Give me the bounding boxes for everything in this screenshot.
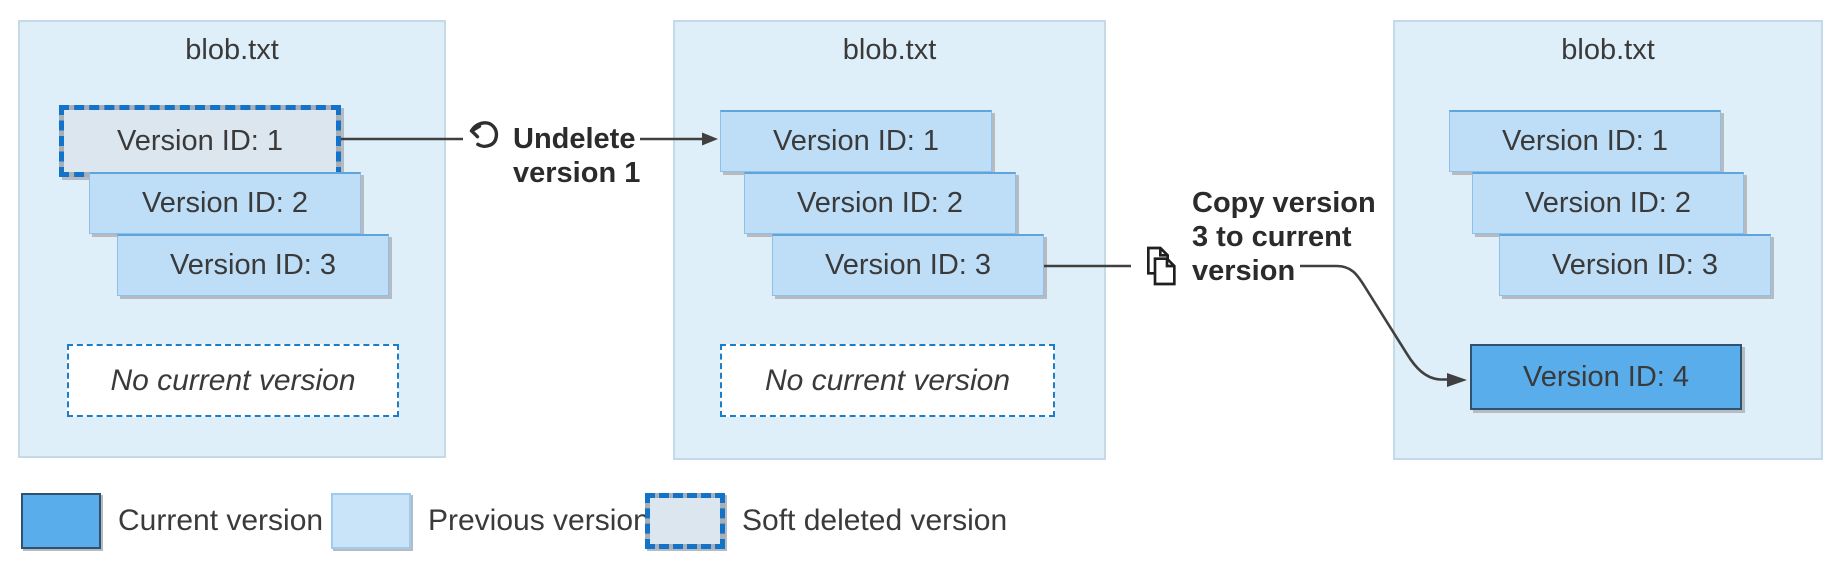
copy-action-label: Copy version 3 to current version: [1192, 187, 1376, 287]
version-box: Version ID: 2: [744, 172, 1016, 234]
version-box: Version ID: 1: [1449, 110, 1721, 172]
version-box-label: Version ID: 1: [59, 105, 341, 177]
legend-swatch-soft-deleted-version: [645, 493, 725, 549]
version-box-soft-deleted: Version ID: 1: [59, 105, 341, 177]
version-box: Version ID: 1: [720, 110, 992, 172]
legend-label: Soft deleted version: [742, 504, 1008, 537]
no-current-version-box: No current version: [67, 344, 399, 417]
version-box: Version ID: 3: [772, 234, 1044, 296]
legend-swatch-current-version: [21, 493, 101, 549]
undelete-action-label: Undelete version 1: [513, 123, 641, 189]
legend-label: Current version: [118, 504, 324, 537]
blob-panel-1: blob.txt Version ID: 1 Version ID: 2 Ver…: [18, 20, 446, 458]
version-box: Version ID: 2: [1472, 172, 1744, 234]
undo-icon: [469, 121, 499, 149]
version-box: Version ID: 3: [117, 234, 389, 296]
blob-panel-2: blob.txt Version ID: 1 Version ID: 2 Ver…: [673, 20, 1106, 460]
legend-item-current: Current version: [21, 492, 323, 550]
blob-panel-3: blob.txt Version ID: 1 Version ID: 2 Ver…: [1393, 20, 1823, 460]
legend-label: Previous version: [428, 504, 650, 537]
blob-title: blob.txt: [185, 34, 279, 66]
version-box: Version ID: 3: [1499, 234, 1771, 296]
legend-swatch-soft-deleted-fill: [645, 493, 725, 549]
current-version-box: Version ID: 4: [1470, 344, 1742, 410]
legend-swatch-previous-version: [331, 493, 411, 549]
legend-item-soft-deleted: Soft deleted version: [645, 492, 1007, 550]
copy-icon: [1147, 246, 1176, 286]
blob-title: blob.txt: [1561, 34, 1655, 66]
no-current-version-box: No current version: [720, 344, 1055, 417]
version-box: Version ID: 2: [89, 172, 361, 234]
blob-title: blob.txt: [842, 34, 937, 66]
legend-item-previous: Previous version: [331, 492, 650, 550]
